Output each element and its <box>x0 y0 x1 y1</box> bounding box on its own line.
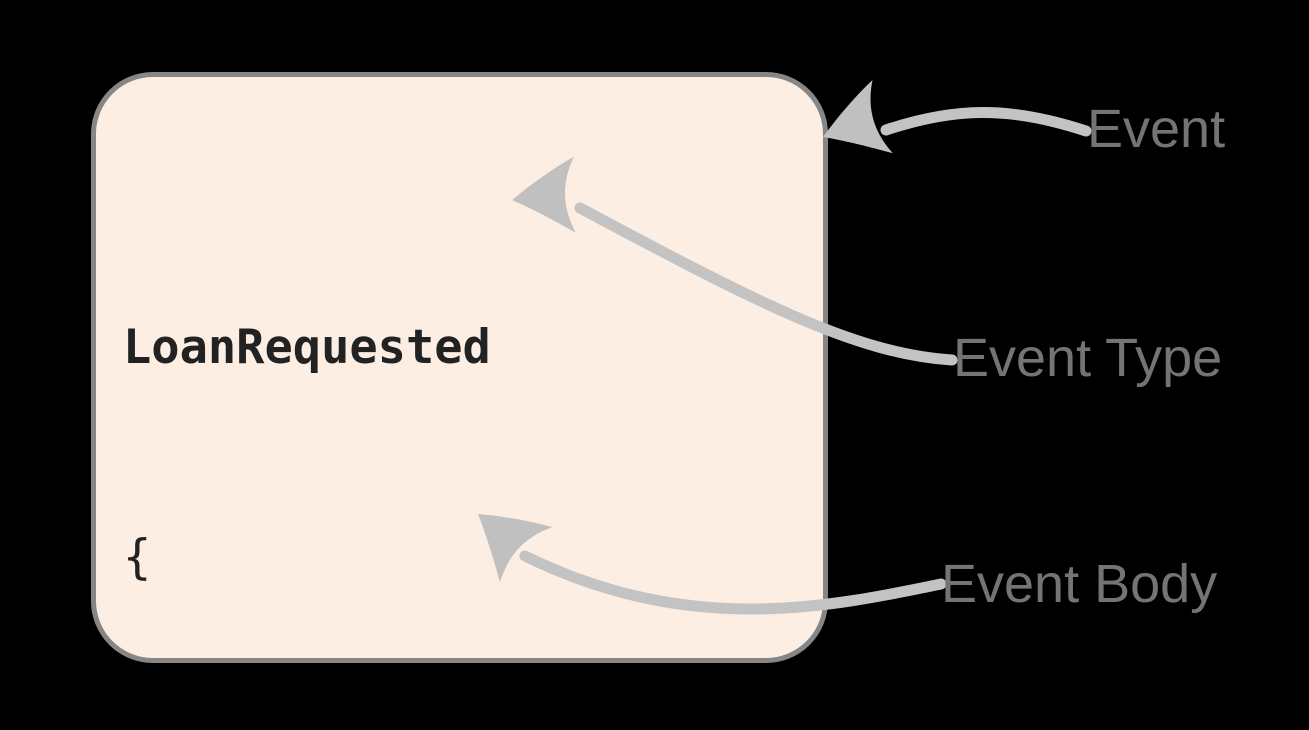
event-arrow-line <box>880 107 1092 137</box>
event-card: LoanRequested { id: 123, amount: 100, bo… <box>91 72 828 663</box>
event-body-label: Event Body <box>941 554 1218 614</box>
event-label: Event <box>1087 99 1226 159</box>
event-body-line: { <box>123 530 152 585</box>
event-type-name: LoanRequested <box>123 320 491 375</box>
event-type-label: Event Type <box>953 328 1223 388</box>
event-arrow <box>823 80 1092 154</box>
event-code: LoanRequested { id: 123, amount: 100, bo… <box>123 173 774 730</box>
